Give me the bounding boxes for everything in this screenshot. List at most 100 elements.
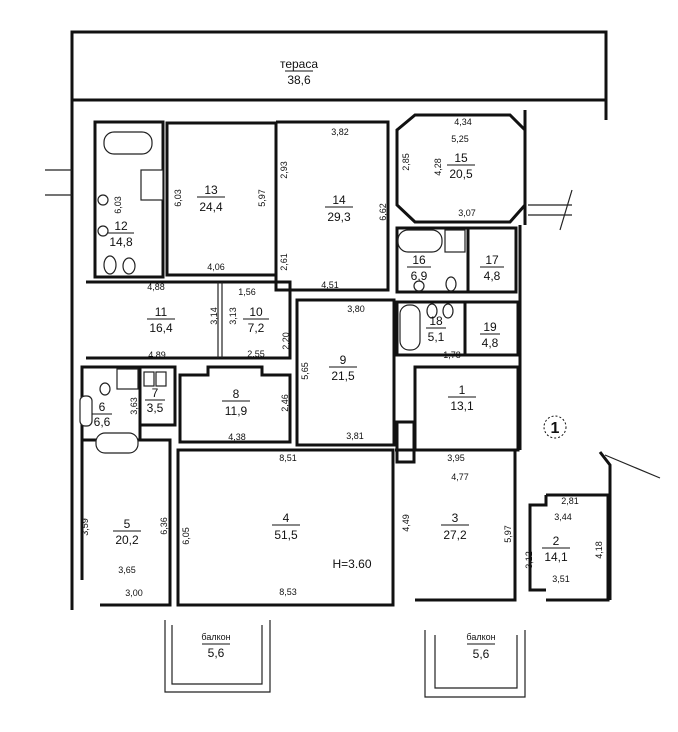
room-area: 27,2 [443, 528, 467, 542]
sink-icon [413, 280, 425, 292]
room-number: 15 [454, 151, 468, 165]
room-area: 4,8 [484, 269, 501, 283]
dimension-label: 2,46 [280, 394, 290, 412]
dimension-label: 1,56 [238, 287, 256, 297]
room-area: 6,6 [94, 415, 111, 429]
dimension-label: 3,82 [331, 127, 349, 137]
room-4: 451,5 [272, 511, 300, 542]
room-17: 174,8 [480, 253, 504, 283]
room-number: 14 [332, 193, 346, 207]
room-7: 73,5 [145, 386, 165, 415]
dimension-label: 4,38 [228, 432, 246, 442]
dimensions: 6,03 6,03 5,97 4,06 3,82 2,93 2,61 6,62 … [80, 117, 604, 598]
dimension-label: 5,97 [257, 189, 267, 207]
dimension-label: 2,61 [279, 253, 289, 271]
dimension-label: 1,78 [443, 350, 461, 360]
room-number: 4 [283, 511, 290, 525]
room-1: 113,1 [448, 383, 476, 413]
room-10: 107,2 [243, 305, 269, 335]
dimension-label: 3,65 [118, 565, 136, 575]
toilet-icon [442, 303, 454, 319]
bathtub-icon [95, 432, 139, 454]
dimension-label: 4,88 [147, 282, 165, 292]
room-3: 327,2 [441, 511, 469, 542]
bathtub-icon [399, 304, 421, 351]
room-number: 11 [155, 305, 168, 319]
dimension-label: 4,77 [451, 472, 469, 482]
dimension-label: 6,36 [159, 517, 169, 535]
room-area: 24,4 [199, 200, 223, 214]
room-area: 51,5 [274, 528, 298, 542]
section-marker-label: 1 [551, 420, 560, 437]
shower-icon [444, 229, 466, 253]
room-area: 16,4 [149, 321, 173, 335]
toilet-icon [99, 382, 111, 396]
bathtub-icon [397, 229, 443, 253]
bidet-icon [122, 257, 136, 275]
toilet-icon [103, 255, 117, 275]
dimension-label: 2,85 [401, 153, 411, 171]
dimension-label: 6,03 [173, 189, 183, 207]
balcony-label: балкон [201, 632, 230, 642]
room-number: 13 [204, 183, 218, 197]
dimension-label: 8,53 [279, 587, 297, 597]
room-16: 166,9 [407, 253, 431, 283]
room-2: 214,1 [542, 534, 570, 564]
balcony-area: 5,6 [208, 646, 225, 660]
dimension-label: 2,55 [247, 349, 265, 359]
dimension-label: 4,18 [594, 541, 604, 559]
dimension-label: 5,65 [300, 362, 310, 380]
room-11: 11 16,4 [147, 305, 175, 335]
dimension-label: 4,89 [148, 350, 166, 360]
bidet-icon [426, 303, 438, 319]
dimension-label: 3,00 [125, 588, 143, 598]
room-number: 12 [114, 219, 128, 233]
room-area: 3,5 [147, 401, 164, 415]
room-area: 6,9 [411, 269, 428, 283]
dimension-label: 2,20 [281, 332, 291, 350]
room-number: 16 [412, 253, 426, 267]
room-area: 29,3 [327, 210, 351, 224]
terrace-label: тераса [280, 57, 318, 71]
dimension-label: 3,12 [524, 551, 534, 569]
sink-icon [79, 395, 93, 427]
room-area: 5,1 [428, 330, 445, 344]
room-19: 194,8 [480, 320, 500, 350]
room-number: 6 [99, 400, 106, 414]
dimension-label: 3,51 [552, 574, 570, 584]
dimension-label: 5,25 [451, 134, 469, 144]
room-number: 1 [459, 383, 466, 397]
sink-icon [97, 194, 109, 206]
dimension-label: 3,59 [80, 518, 90, 536]
toilet-icon [445, 276, 457, 292]
room-number: 19 [483, 320, 497, 334]
meter-icon [143, 371, 155, 387]
room-area: 20,2 [115, 533, 139, 547]
interior-walls [80, 113, 610, 607]
dimension-label: 6,62 [378, 203, 388, 221]
dimension-label: 3,44 [554, 512, 572, 522]
room-area: 21,5 [331, 369, 355, 383]
room-number: 17 [485, 253, 499, 267]
room-15: 15 20,5 [447, 151, 475, 181]
dimension-label: 2,93 [279, 161, 289, 179]
room-number: 2 [553, 534, 560, 548]
room-8: 811,9 [222, 387, 250, 418]
room-number: 5 [124, 517, 131, 531]
sink-icon [97, 225, 109, 237]
room-13: 13 24,4 [197, 183, 225, 214]
balcony-left: балкон 5,6 [164, 620, 271, 693]
dimension-label: 2,81 [561, 496, 579, 506]
dimension-label: 4,28 [433, 158, 443, 176]
bathtub-icon [103, 131, 153, 155]
room-number: 18 [429, 314, 443, 328]
room-area: 20,5 [449, 167, 473, 181]
dimension-label: 4,06 [207, 262, 225, 272]
room-number: 10 [249, 305, 263, 319]
room-6: 66,6 [92, 400, 112, 429]
dimension-label: 3,95 [447, 453, 465, 463]
dimension-label: 4,49 [401, 514, 411, 532]
dimension-label: 4,34 [454, 117, 472, 127]
balcony-label: балкон [466, 632, 495, 642]
